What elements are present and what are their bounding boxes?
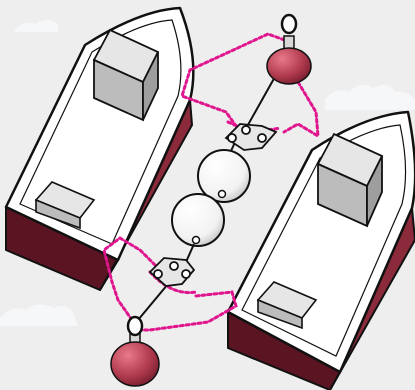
bottom-mooring-buoy <box>110 315 160 387</box>
top-mooring-buoy <box>266 13 312 85</box>
top-right-rope <box>282 70 320 139</box>
lower-shackle <box>148 257 196 287</box>
left-boat-engine-box <box>34 181 96 230</box>
lower-fender-cap <box>191 235 201 245</box>
fenders <box>171 139 251 263</box>
bottom-left-rope <box>102 236 162 322</box>
right-boat-engine-box <box>256 281 318 330</box>
dock-lines <box>102 32 320 332</box>
upper-shackle <box>224 123 278 151</box>
lower-fender <box>171 193 225 247</box>
upper-fender-cap <box>217 189 227 199</box>
right-boat-cabin <box>316 132 384 228</box>
top-left-rope <box>180 32 292 128</box>
left-boat-cabin <box>92 28 160 122</box>
bottom-right-rope <box>134 290 238 332</box>
clouds <box>0 20 415 326</box>
upper-fender <box>197 149 251 203</box>
left-boat <box>4 6 195 291</box>
right-boat <box>226 110 415 390</box>
